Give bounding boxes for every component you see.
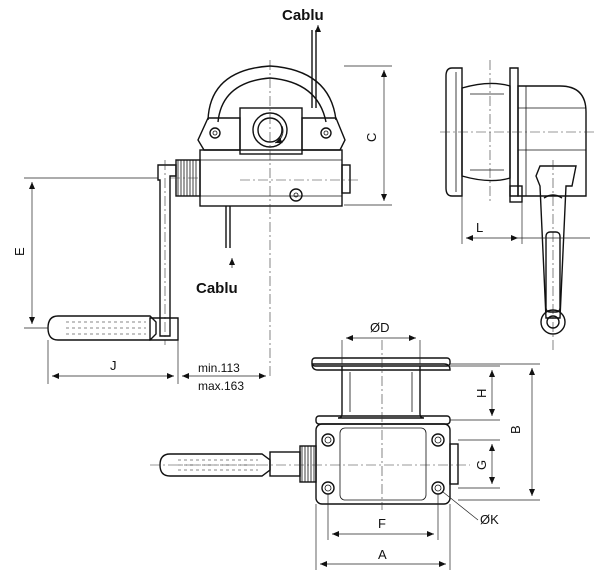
front-view	[24, 25, 392, 384]
dim-k-leader	[442, 491, 479, 521]
dim-h-label: H	[474, 389, 489, 398]
top-drum	[337, 366, 425, 419]
top-view	[150, 335, 540, 570]
cable-top-label: Cablu	[282, 7, 324, 24]
dim-g-label: G	[474, 460, 489, 470]
dim-f-label: F	[378, 516, 386, 531]
base-bolt-tl	[321, 433, 335, 447]
offset-max-label: max.163	[198, 379, 244, 393]
dim-l-label: L	[476, 220, 483, 235]
top-side-cap	[449, 443, 459, 485]
side-handle-knob	[540, 309, 566, 335]
offset-min-label: min.113	[198, 361, 240, 375]
left-lug	[197, 117, 241, 151]
dim-c-label: C	[364, 133, 379, 142]
side-hub	[509, 185, 523, 203]
top-grip	[159, 453, 271, 477]
crank-arm	[157, 164, 177, 337]
lower-flange	[315, 415, 451, 425]
base-bolt-bl	[321, 481, 335, 495]
dim-e-label: E	[12, 247, 27, 256]
rotation-arrow	[274, 125, 284, 144]
gearbox-body	[199, 149, 343, 207]
side-handle-arm	[535, 165, 577, 319]
side-handle-grip	[545, 231, 561, 313]
bolt-right	[320, 127, 332, 139]
side-housing	[517, 85, 587, 197]
top-flange	[311, 363, 451, 371]
side-left-flange	[445, 67, 463, 197]
bottom-bolt	[289, 188, 303, 202]
dim-d-label: ØD	[370, 320, 390, 335]
base-bolt-tr	[431, 433, 445, 447]
bolt-left	[209, 127, 221, 139]
dim-k-label: ØK	[480, 512, 499, 527]
housing-inner-arc	[217, 77, 327, 123]
base-bolt-br	[431, 481, 445, 495]
dim-b-label: B	[508, 425, 523, 434]
dim-a-label: A	[378, 547, 387, 562]
dim-j-label: J	[110, 358, 117, 373]
base-plate	[315, 423, 451, 505]
right-lug	[301, 117, 346, 151]
side-cap	[341, 164, 351, 194]
top-shaft	[269, 451, 301, 477]
side-view	[440, 60, 596, 350]
housing-outer-arc	[207, 65, 337, 121]
cable-bottom-label: Cablu	[196, 280, 238, 297]
drum-hub	[239, 107, 303, 155]
crank-grip	[47, 315, 157, 341]
